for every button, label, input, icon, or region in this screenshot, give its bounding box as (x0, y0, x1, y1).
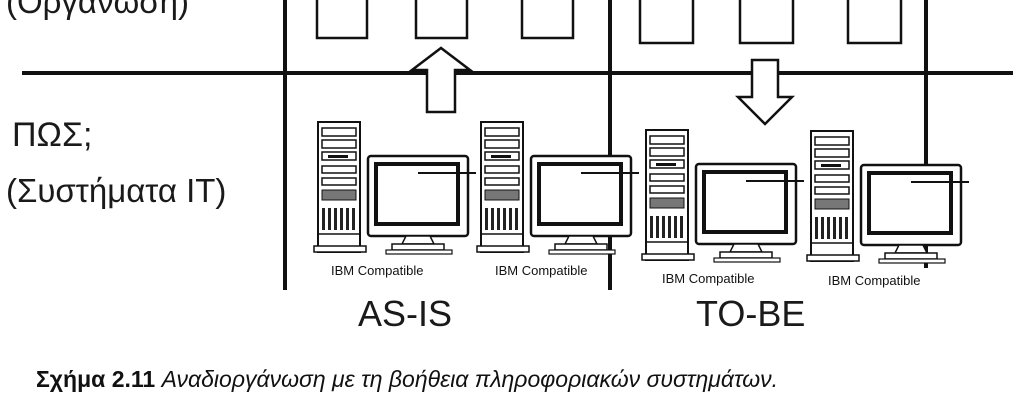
arrow-down-icon (734, 58, 796, 126)
process-box (520, 0, 575, 40)
desktop-computer-icon (806, 130, 969, 264)
computer-caption: IBM Compatible (828, 273, 921, 288)
process-box (846, 0, 903, 45)
computer-caption: IBM Compatible (331, 263, 424, 278)
computers (313, 121, 969, 264)
process-box (414, 0, 469, 40)
row-label-organization: (Οργάνωση) (6, 0, 189, 20)
process-box (738, 0, 795, 45)
arrow-up-icon (408, 46, 474, 114)
column-label-as-is: AS-IS (358, 293, 453, 334)
computer-caption: IBM Compatible (662, 271, 755, 286)
process-box (638, 0, 695, 45)
computer-caption: IBM Compatible (495, 263, 588, 278)
figure-caption: Σχήμα 2.11 Αναδιοργάνωση με τη βοήθεια π… (36, 366, 778, 392)
row-label-it-systems: (Συστήματα IT) (6, 172, 227, 209)
process-boxes-as-is (315, 0, 575, 40)
column-label-to-be: TO-BE (696, 293, 806, 334)
desktop-computer-icon (313, 121, 476, 255)
desktop-computer-icon (641, 129, 804, 263)
figure-number: Σχήμα 2.11 (36, 366, 156, 392)
desktop-computer-icon (476, 121, 639, 255)
row-label-how: ΠΩΣ; (12, 116, 93, 154)
figure-caption-text: Αναδιοργάνωση με τη βοήθεια πληροφοριακώ… (161, 366, 779, 392)
process-boxes-to-be (638, 0, 903, 45)
process-box (315, 0, 369, 40)
